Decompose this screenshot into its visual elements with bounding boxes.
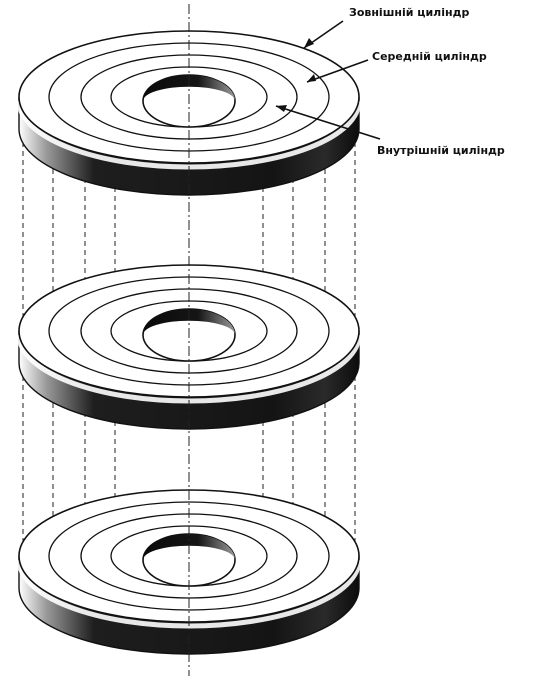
middle-cylinder-arrow [306,59,369,83]
outer-cylinder-arrowhead [304,38,314,48]
outer-cylinder-label: Зовнішній циліндр [349,6,469,19]
middle-cylinder-label: Середній циліндр [372,50,487,63]
spindle-hole-inner-wall [143,75,235,101]
middle-cylinder-arrowhead [307,74,316,82]
cylinder-labels: Зовнішній циліндр Середній циліндр Внутр… [275,6,505,157]
spindle-hole-inner-wall [143,309,235,335]
outer-track-ring [48,501,330,611]
inner-cylinder-arrow [275,105,381,140]
spindle-hole-inner-wall [143,534,235,560]
inner-cylinder-label: Внутрішній циліндр [377,144,505,157]
inner-cylinder-arrowhead [276,105,287,112]
